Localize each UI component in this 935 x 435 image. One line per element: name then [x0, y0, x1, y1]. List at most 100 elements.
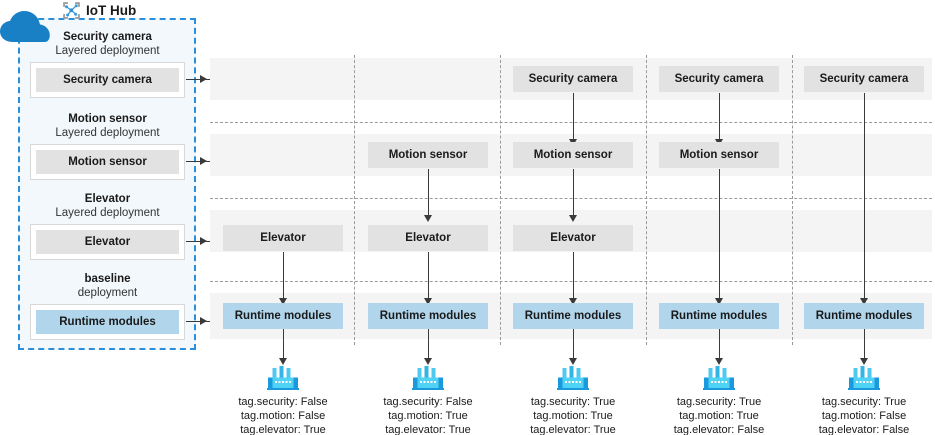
- node-col3-motion-sensor[interactable]: Motion sensor: [513, 142, 633, 168]
- connector-col4-motion-to-runtime: [719, 169, 720, 300]
- connector-col1-runtime-to-device: [283, 329, 284, 360]
- connector-col3-motion-to-elevator: [573, 169, 574, 217]
- connector-col3-security-to-motion: [573, 93, 574, 141]
- tag-motion: tag.motion: True: [533, 410, 613, 422]
- cloud-icon: [0, 11, 52, 45]
- device-tags-col5: tag.security: True tag.motion: False tag…: [789, 395, 935, 435]
- tag-motion: tag.motion: False: [240, 410, 326, 422]
- row-separator-2: [210, 198, 932, 199]
- node-col2-runtime-modules[interactable]: Runtime modules: [368, 303, 488, 329]
- device-tags-col2: tag.security: False tag.motion: True tag…: [353, 395, 503, 435]
- iot-hub-title: IoT Hub: [86, 3, 137, 18]
- tag-elevator: tag.elevator: True: [530, 424, 616, 435]
- deployment-title: baseline: [84, 273, 131, 285]
- tag-elevator: tag.elevator: True: [385, 424, 471, 435]
- arrowhead-col2-elevator: [423, 215, 432, 222]
- deployment-module-security-camera[interactable]: Security camera: [36, 68, 179, 92]
- connector-runtime-modules-out: [186, 321, 210, 322]
- column-separator-4: [792, 55, 793, 345]
- arrowhead-col3-runtime: [568, 298, 577, 305]
- row-separator-3: [210, 281, 932, 282]
- connector-col4-runtime-to-device: [719, 329, 720, 360]
- node-col4-motion-sensor[interactable]: Motion sensor: [659, 142, 779, 168]
- arrowhead-col4-device: [714, 358, 723, 365]
- node-col3-security-camera[interactable]: Security camera: [513, 66, 633, 92]
- arrowhead-col3-elevator: [568, 215, 577, 222]
- arrowhead-motion-sensor-out: [200, 156, 207, 165]
- deployment-module-frame: Elevator: [30, 224, 185, 260]
- tag-security: tag.security: False: [238, 396, 328, 408]
- device-col1: tag.security: False tag.motion: False ta…: [208, 366, 358, 435]
- connector-col5-security-to-runtime: [864, 93, 865, 300]
- deployment-module-runtime-modules[interactable]: Runtime modules: [36, 310, 179, 334]
- connector-col3-runtime-to-device: [573, 329, 574, 360]
- tag-motion: tag.motion: False: [821, 410, 907, 422]
- arrowhead-elevator-out: [200, 236, 207, 245]
- device-col4: tag.security: True tag.motion: True tag.…: [644, 366, 794, 435]
- column-separator-2: [500, 55, 501, 345]
- deployment-module-frame: Runtime modules: [30, 304, 185, 340]
- deployment-module-elevator[interactable]: Elevator: [36, 230, 179, 254]
- deployment-group-security-camera[interactable]: Security camera Layered deployment Secur…: [30, 30, 185, 98]
- node-col3-runtime-modules[interactable]: Runtime modules: [513, 303, 633, 329]
- deployment-group-motion-sensor[interactable]: Motion sensor Layered deployment Motion …: [30, 112, 185, 180]
- tag-security: tag.security: True: [821, 396, 907, 408]
- tag-elevator: tag.elevator: False: [673, 424, 765, 435]
- deployment-title: Elevator: [84, 193, 131, 205]
- tag-motion: tag.motion: True: [388, 410, 468, 422]
- connector-motion-sensor-out: [186, 161, 210, 162]
- connector-col5-runtime-to-device: [864, 329, 865, 360]
- arrowhead-col5-device: [859, 358, 868, 365]
- column-separator-1: [354, 55, 355, 345]
- iot-hub-title-group: IoT Hub: [62, 1, 136, 20]
- arrowhead-security-camera-out: [200, 74, 207, 83]
- node-col2-motion-sensor[interactable]: Motion sensor: [368, 142, 488, 168]
- connector-col3-elevator-to-runtime: [573, 252, 574, 300]
- connector-col2-runtime-to-device: [428, 329, 429, 360]
- connector-col2-elevator-to-runtime: [428, 252, 429, 300]
- deployment-group-baseline[interactable]: baseline deployment Runtime modules: [30, 272, 185, 340]
- deployment-title: Motion sensor: [68, 113, 147, 125]
- connector-security-camera-out: [186, 79, 210, 80]
- tag-security: tag.security: False: [383, 396, 473, 408]
- deployment-title: Security camera: [63, 31, 152, 43]
- deployment-subtitle: Layered deployment: [55, 207, 160, 219]
- column-separator-3: [646, 55, 647, 345]
- tag-security: tag.security: True: [676, 396, 762, 408]
- node-col5-runtime-modules[interactable]: Runtime modules: [804, 303, 924, 329]
- device-col2: tag.security: False tag.motion: True tag…: [353, 366, 503, 435]
- factory-icon: [498, 366, 648, 392]
- arrowhead-col3-device: [568, 358, 577, 365]
- factory-icon: [644, 366, 794, 392]
- row-separator-1: [210, 122, 932, 123]
- arrowhead-col1-device: [278, 358, 287, 365]
- tag-motion: tag.motion: True: [679, 410, 759, 422]
- iot-hub-icon: [62, 1, 81, 20]
- connector-col2-motion-to-elevator: [428, 169, 429, 217]
- connector-col4-security-to-motion: [719, 93, 720, 141]
- node-col4-security-camera[interactable]: Security camera: [659, 66, 779, 92]
- deployment-subtitle: deployment: [77, 287, 138, 299]
- connector-col1-elevator-to-runtime: [283, 252, 284, 300]
- deployment-module-motion-sensor[interactable]: Motion sensor: [36, 150, 179, 174]
- device-tags-col3: tag.security: True tag.motion: True tag.…: [498, 395, 648, 435]
- node-col2-elevator[interactable]: Elevator: [368, 225, 488, 251]
- arrowhead-runtime-modules-out: [200, 316, 207, 325]
- tag-elevator: tag.elevator: True: [240, 424, 326, 435]
- node-col3-elevator[interactable]: Elevator: [513, 225, 633, 251]
- node-col1-elevator[interactable]: Elevator: [223, 225, 343, 251]
- arrowhead-col1-runtime: [278, 298, 287, 305]
- factory-icon: [789, 366, 935, 392]
- node-col1-runtime-modules[interactable]: Runtime modules: [223, 303, 343, 329]
- node-col4-runtime-modules[interactable]: Runtime modules: [659, 303, 779, 329]
- deployment-module-frame: Motion sensor: [30, 144, 185, 180]
- arrowhead-col5-runtime: [859, 298, 868, 305]
- connector-elevator-out: [186, 241, 210, 242]
- device-tags-col1: tag.security: False tag.motion: False ta…: [208, 395, 358, 435]
- node-col5-security-camera[interactable]: Security camera: [804, 66, 924, 92]
- deployment-subtitle: Layered deployment: [55, 45, 160, 57]
- deployment-group-elevator[interactable]: Elevator Layered deployment Elevator: [30, 192, 185, 260]
- device-col5: tag.security: True tag.motion: False tag…: [789, 366, 935, 435]
- device-col3: tag.security: True tag.motion: True tag.…: [498, 366, 648, 435]
